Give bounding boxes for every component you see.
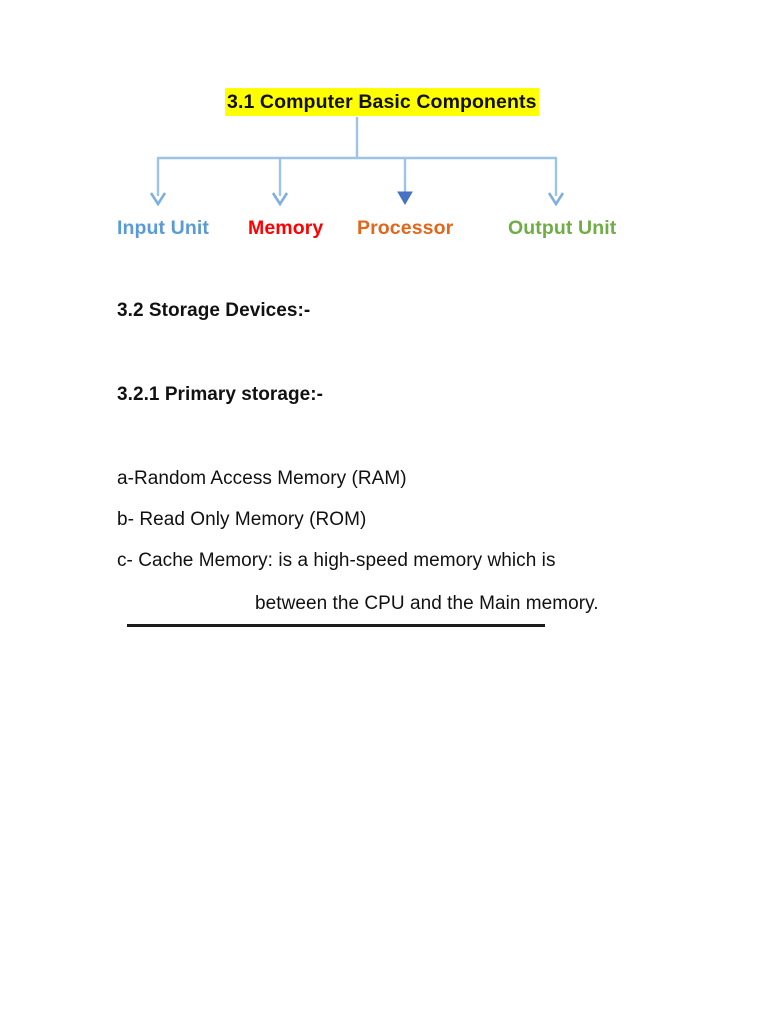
heading-storage-devices: 3.2 Storage Devices:- — [117, 300, 311, 321]
arrowhead-output-icon — [547, 192, 565, 207]
heading-primary-storage: 3.2.1 Primary storage:- — [117, 384, 324, 405]
arrowhead-input-icon — [149, 192, 167, 207]
arrowhead-processor-icon — [397, 191, 413, 205]
arrowhead-memory-icon — [271, 192, 289, 207]
diagram-node-processor: Processor — [357, 217, 454, 239]
diagram-title-highlighted: 3.1 Computer Basic Components — [225, 88, 539, 116]
list-item-cache-line2: between the CPU and the Main memory. — [255, 593, 599, 614]
diagram-node-output-unit: Output Unit — [508, 217, 617, 239]
horizontal-rule — [127, 624, 545, 627]
computer-components-diagram: 3.1 Computer Basic Components Input Unit… — [0, 0, 768, 260]
list-item-ram: a-Random Access Memory (RAM) — [117, 468, 407, 489]
diagram-connectors — [149, 117, 565, 207]
list-item-rom: b- Read Only Memory (ROM) — [117, 509, 367, 530]
diagram-node-input-unit: Input Unit — [117, 217, 209, 239]
list-item-cache-line1: c- Cache Memory: is a high-speed memory … — [117, 550, 556, 571]
diagram-node-memory: Memory — [248, 217, 324, 239]
